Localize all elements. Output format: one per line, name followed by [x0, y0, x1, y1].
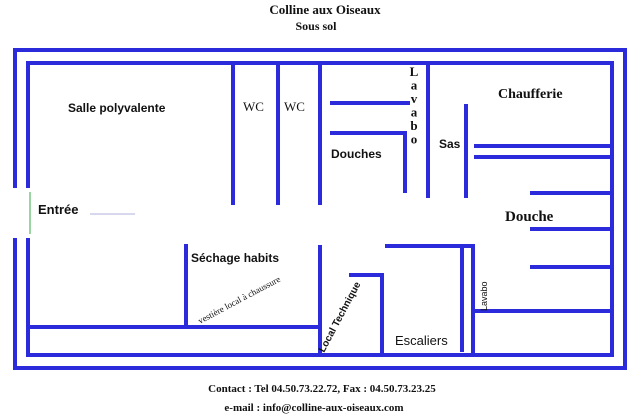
showers-bottom-partition	[330, 131, 407, 193]
plan-subtitle: Sous sol	[295, 19, 337, 33]
room-chaufferie: Chaufferie	[498, 87, 563, 102]
outer-wall-inner	[26, 61, 614, 357]
room-sechage-habits: Séchage habits	[191, 251, 279, 265]
lavabo-vertical-letter: b	[410, 118, 417, 133]
walls	[13, 48, 627, 370]
room-douche: Douche	[505, 209, 554, 225]
room-escaliers: Escaliers	[395, 333, 448, 348]
room-douches: Douches	[331, 147, 382, 161]
lavabo-vertical-letter: L	[410, 64, 419, 79]
room-lavabo-vertical: Lavabo	[410, 64, 419, 147]
footer-email: e-mail : info@colline-aux-oiseaux.com	[224, 402, 403, 414]
lavabo-vertical-letter: a	[411, 105, 418, 120]
room-local-technique: Local Technique	[317, 280, 364, 355]
footer-contact: Contact : Tel 04.50.73.22.72, Fax : 04.5…	[208, 383, 436, 395]
room-vestiere-local-chaussure: vestière local à chaussure	[196, 274, 282, 326]
plan-title: Colline aux Oiseaux	[269, 2, 381, 17]
stairs-top-wall	[385, 244, 475, 355]
lavabo-vertical-letter: a	[411, 78, 418, 93]
room-wc-2: WC	[284, 99, 305, 114]
room-lavabo-small: Lavabo	[479, 281, 489, 311]
room-sas: Sas	[439, 137, 461, 151]
room-salle-polyvalente: Salle polyvalente	[68, 101, 166, 115]
room-entree: Entrée	[38, 202, 78, 217]
outer-wall-outer	[13, 48, 627, 370]
technique-diagonal-wall	[349, 273, 384, 355]
lavabo-vertical-letter: v	[411, 91, 418, 106]
lavabo-vertical-letter: o	[411, 132, 418, 147]
room-wc-1: WC	[243, 99, 264, 114]
